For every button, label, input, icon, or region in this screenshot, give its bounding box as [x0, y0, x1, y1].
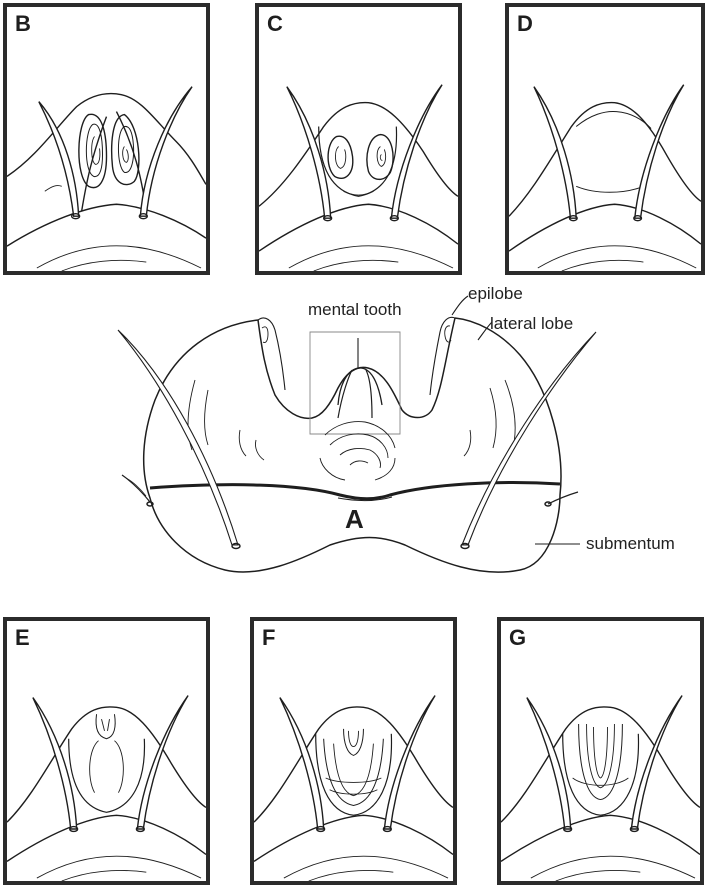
panel-f-label: F — [262, 625, 275, 651]
panel-c-drawing — [259, 7, 458, 271]
panel-g-label: G — [509, 625, 526, 651]
panel-b: B — [3, 3, 210, 275]
label-lateral-lobe: lateral lobe — [490, 314, 573, 334]
panel-d-label: D — [517, 11, 533, 37]
panel-e: E — [3, 617, 210, 885]
panel-d-drawing — [509, 7, 701, 271]
figure-label-a: A — [345, 504, 364, 535]
panel-g-drawing — [501, 621, 700, 881]
label-submentum: submentum — [586, 534, 675, 554]
panel-b-label: B — [15, 11, 31, 37]
panel-e-drawing — [7, 621, 206, 881]
panel-g: G — [497, 617, 704, 885]
panel-f: F — [250, 617, 457, 885]
label-mental-tooth: mental tooth — [308, 300, 402, 320]
panel-b-drawing — [7, 7, 206, 271]
panel-c: C — [255, 3, 462, 275]
panel-d: D — [505, 3, 705, 275]
main-figure-a: mental tooth epilobe lateral lobe submen… — [0, 270, 706, 600]
panel-e-label: E — [15, 625, 30, 651]
panel-f-drawing — [254, 621, 453, 881]
label-epilobe: epilobe — [468, 284, 523, 304]
panel-c-label: C — [267, 11, 283, 37]
